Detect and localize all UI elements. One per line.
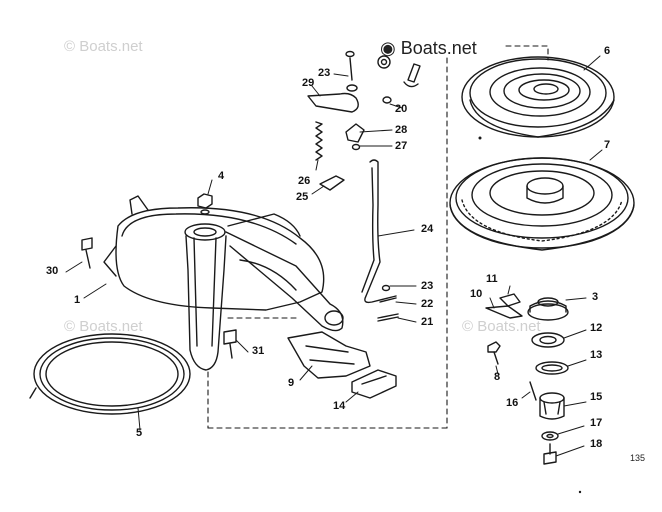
- assembly-outline: [207, 45, 549, 429]
- callout-27: 27: [395, 140, 408, 152]
- watermark-right: © Boats.net: [462, 318, 541, 335]
- callout-23-bottom: 23: [421, 280, 434, 292]
- watermark-top-left: © Boats.net: [64, 38, 143, 55]
- watermark-main-text: Boats.net: [400, 38, 477, 58]
- part-17-washer: [541, 431, 559, 441]
- callout-10: 10: [470, 288, 483, 300]
- callout-21: 21: [421, 316, 434, 328]
- callout-26: 26: [298, 175, 311, 187]
- callout-18: 18: [590, 438, 603, 450]
- callout-9: 9: [288, 377, 295, 389]
- part-24-link-rod: [361, 159, 397, 304]
- part-12-washer: [531, 332, 565, 348]
- callout-31: 31: [252, 345, 265, 357]
- part-3-cam: [527, 297, 569, 321]
- part-27-washer: [351, 143, 361, 151]
- part-5-rewind-spring: [29, 333, 191, 415]
- callout-7: 7: [604, 139, 611, 151]
- callout-16: 16: [506, 397, 519, 409]
- part-14-insert: [351, 369, 397, 399]
- callout-5: 5: [136, 427, 143, 439]
- part-1-starter-housing: [103, 195, 344, 371]
- callout-11: 11: [486, 273, 498, 285]
- callout-22: 22: [421, 298, 434, 310]
- part-11-pawl: [499, 293, 521, 307]
- callout-1: 1: [74, 294, 81, 306]
- callout-15: 15: [590, 391, 603, 403]
- part-23-clip-top: [345, 50, 358, 92]
- part-22-pin: [379, 297, 397, 303]
- callout-12: 12: [590, 322, 603, 334]
- part-21-pin: [377, 313, 399, 322]
- callout-8: 8: [494, 371, 501, 383]
- callout-29: 29: [302, 77, 315, 89]
- part-31-screw: [223, 329, 237, 359]
- part-23-clip-bottom: [381, 284, 391, 292]
- part-10-plate: [485, 305, 523, 319]
- callout-17: 17: [590, 417, 603, 429]
- part-15-hub: [539, 392, 565, 420]
- callout-23-top: 23: [318, 67, 331, 79]
- part-6-spring-housing: [461, 56, 615, 138]
- part-20-washer: [382, 96, 392, 104]
- callout-14: 14: [333, 400, 346, 412]
- part-9-handle: [287, 331, 371, 379]
- part-8-screw: [487, 341, 501, 365]
- part-28-pawl: [345, 123, 365, 143]
- callout-28: 28: [395, 124, 408, 136]
- callout-30: 30: [46, 265, 59, 277]
- watermark-main: ◉ Boats.net: [380, 38, 477, 59]
- callout-13: 13: [590, 349, 603, 361]
- watermark-middle: © Boats.net: [64, 318, 143, 335]
- callout-6: 6: [604, 45, 611, 57]
- callout-20: 20: [395, 103, 408, 115]
- part-19-bolt: [377, 55, 421, 88]
- stray-marks: [478, 136, 582, 494]
- part-29-lever: [307, 92, 359, 113]
- callout-25: 25: [296, 191, 309, 203]
- part-26-spring: [315, 121, 323, 161]
- copyright-icon: ◉: [380, 38, 396, 58]
- figure-number: 135: [630, 453, 646, 463]
- leader-lines: [65, 55, 603, 457]
- part-16-pin: [529, 381, 537, 401]
- part-4-nut: [197, 193, 213, 215]
- callout-3: 3: [592, 291, 599, 303]
- part-7-pulley: [449, 157, 635, 251]
- part-13-spring: [535, 361, 569, 375]
- part-30-bolt: [81, 237, 93, 269]
- part-25-plate: [319, 175, 345, 191]
- part-18-screw: [543, 443, 557, 465]
- callout-4: 4: [218, 170, 225, 182]
- callout-24: 24: [421, 223, 434, 235]
